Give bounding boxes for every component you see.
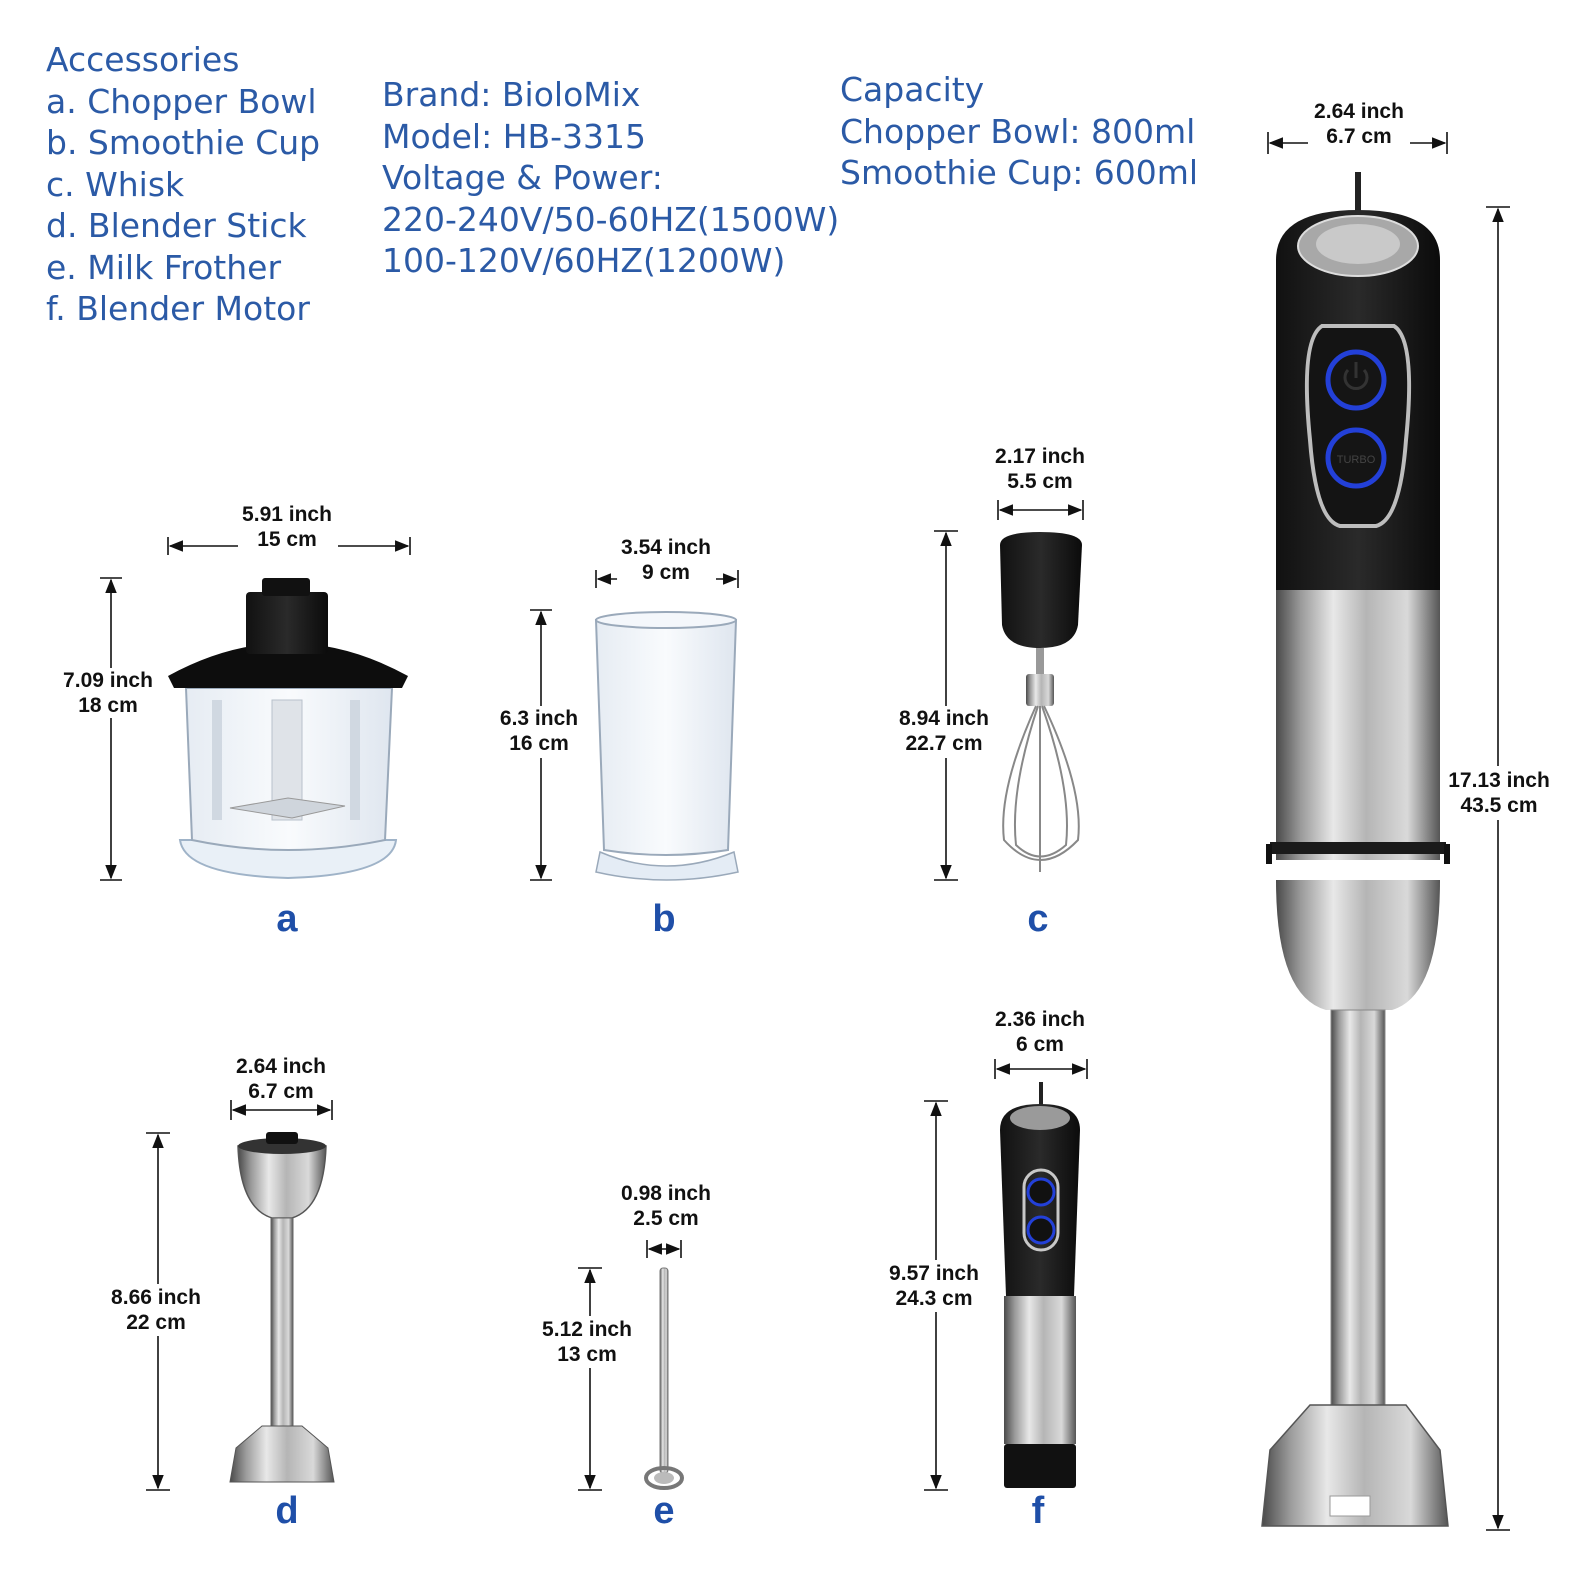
cup-width-label: 3.54 inch 9 cm (617, 535, 715, 585)
accessory-item: b. Smoothie Cup (46, 123, 321, 162)
capacity-block: Capacity Chopper Bowl: 800ml Smoothie Cu… (840, 69, 1198, 194)
accessory-item: f. Blender Motor (46, 289, 310, 328)
dim-inch: 2.64 inch (1314, 100, 1404, 123)
dim-cm: 6.7 cm (248, 1080, 314, 1103)
dim-inch: 5.12 inch (542, 1318, 632, 1341)
turbo-label: TURBO (1337, 454, 1376, 466)
hand-blender-image: TURBO (1261, 172, 1450, 1527)
blender-stick-image (229, 1132, 335, 1483)
whisk-height-label: 8.94 inch 22.7 cm (895, 706, 993, 756)
dim-inch: 3.54 inch (621, 536, 711, 559)
dim-cm: 22.7 cm (905, 732, 983, 755)
label-f: f (1031, 1490, 1045, 1532)
dim-cm: 15 cm (257, 528, 317, 551)
dim-cm: 16 cm (509, 732, 569, 755)
voltage-heading: Voltage & Power: (382, 158, 663, 197)
dim-cm: 24.3 cm (895, 1287, 973, 1310)
capacity-line: Chopper Bowl: 800ml (840, 111, 1196, 151)
chopper-width-label: 5.91 inch 15 cm (238, 502, 336, 552)
model-line: Model: HB-3315 (382, 116, 647, 156)
voltage-line: 220-240V/50-60HZ(1500W) (382, 199, 840, 239)
dim-inch: 2.64 inch (236, 1055, 326, 1078)
frother-height-label: 5.12 inch 13 cm (538, 1317, 636, 1367)
blender-motor-image (1000, 1082, 1080, 1488)
dim-cm: 2.5 cm (633, 1207, 699, 1230)
dim-inch: 2.36 inch (995, 1008, 1085, 1031)
voltage-line: 100-120V/60HZ(1200W) (382, 241, 786, 280)
whisk-width-label: 2.17 inch 5.5 cm (991, 444, 1089, 494)
label-a: a (276, 898, 298, 940)
accessories-list: Accessories a. Chopper Bowl b. Smoothie … (46, 39, 320, 330)
dim-inch: 8.66 inch (111, 1286, 201, 1309)
blender-height-label: 17.13 inch 43.5 cm (1444, 768, 1554, 818)
dim-inch: 5.91 inch (242, 503, 332, 526)
label-c: c (1027, 898, 1049, 940)
dimension-lines (100, 132, 1510, 1531)
smoothie-cup-image (594, 611, 739, 881)
motor-width-label: 2.36 inch 6 cm (991, 1007, 1089, 1057)
chopper-bowl-image (168, 578, 408, 880)
capacity-line: Smoothie Cup: 600ml (840, 153, 1199, 192)
motor-height-label: 9.57 inch 24.3 cm (885, 1261, 983, 1311)
dim-cm: 22 cm (126, 1311, 186, 1334)
dim-inch: 0.98 inch (621, 1182, 711, 1205)
chopper-height-label: 7.09 inch 18 cm (59, 668, 157, 718)
milk-frother-image (644, 1267, 684, 1490)
dim-cm: 13 cm (557, 1343, 617, 1366)
accessory-item: c. Whisk (46, 164, 185, 204)
stick-width-label: 2.64 inch 6.7 cm (232, 1054, 330, 1104)
accessories-heading: Accessories (46, 40, 240, 79)
specs-block: Brand: BioloMix Model: HB-3315 Voltage &… (382, 74, 839, 282)
dim-cm: 6 cm (1016, 1033, 1064, 1056)
dim-cm: 9 cm (642, 561, 690, 584)
dim-inch: 2.17 inch (995, 445, 1085, 468)
capacity-heading: Capacity (840, 70, 985, 109)
accessory-item: d. Blender Stick (46, 206, 307, 245)
whisk-image (1000, 532, 1082, 872)
cup-height-label: 6.3 inch 16 cm (495, 706, 583, 756)
dim-inch: 9.57 inch (889, 1262, 979, 1285)
frother-width-label: 0.98 inch 2.5 cm (617, 1181, 715, 1231)
dim-cm: 5.5 cm (1007, 470, 1073, 493)
dim-inch: 8.94 inch (899, 707, 989, 730)
accessory-item: e. Milk Frother (46, 247, 282, 287)
dim-cm: 6.7 cm (1326, 125, 1392, 148)
accessory-item: a. Chopper Bowl (46, 81, 317, 121)
dim-inch: 6.3 inch (499, 707, 579, 730)
dim-inch: 17.13 inch (1448, 769, 1550, 792)
dim-cm: 18 cm (78, 694, 138, 717)
dim-cm: 43.5 cm (1460, 794, 1538, 817)
label-b: b (652, 898, 676, 940)
brand-line: Brand: BioloMix (382, 75, 641, 114)
label-e: e (653, 1490, 675, 1532)
blender-width-label: 2.64 inch 6.7 cm (1310, 99, 1408, 149)
dim-inch: 7.09 inch (63, 669, 153, 692)
stick-height-label: 8.66 inch 22 cm (107, 1285, 205, 1335)
label-d: d (275, 1490, 299, 1532)
